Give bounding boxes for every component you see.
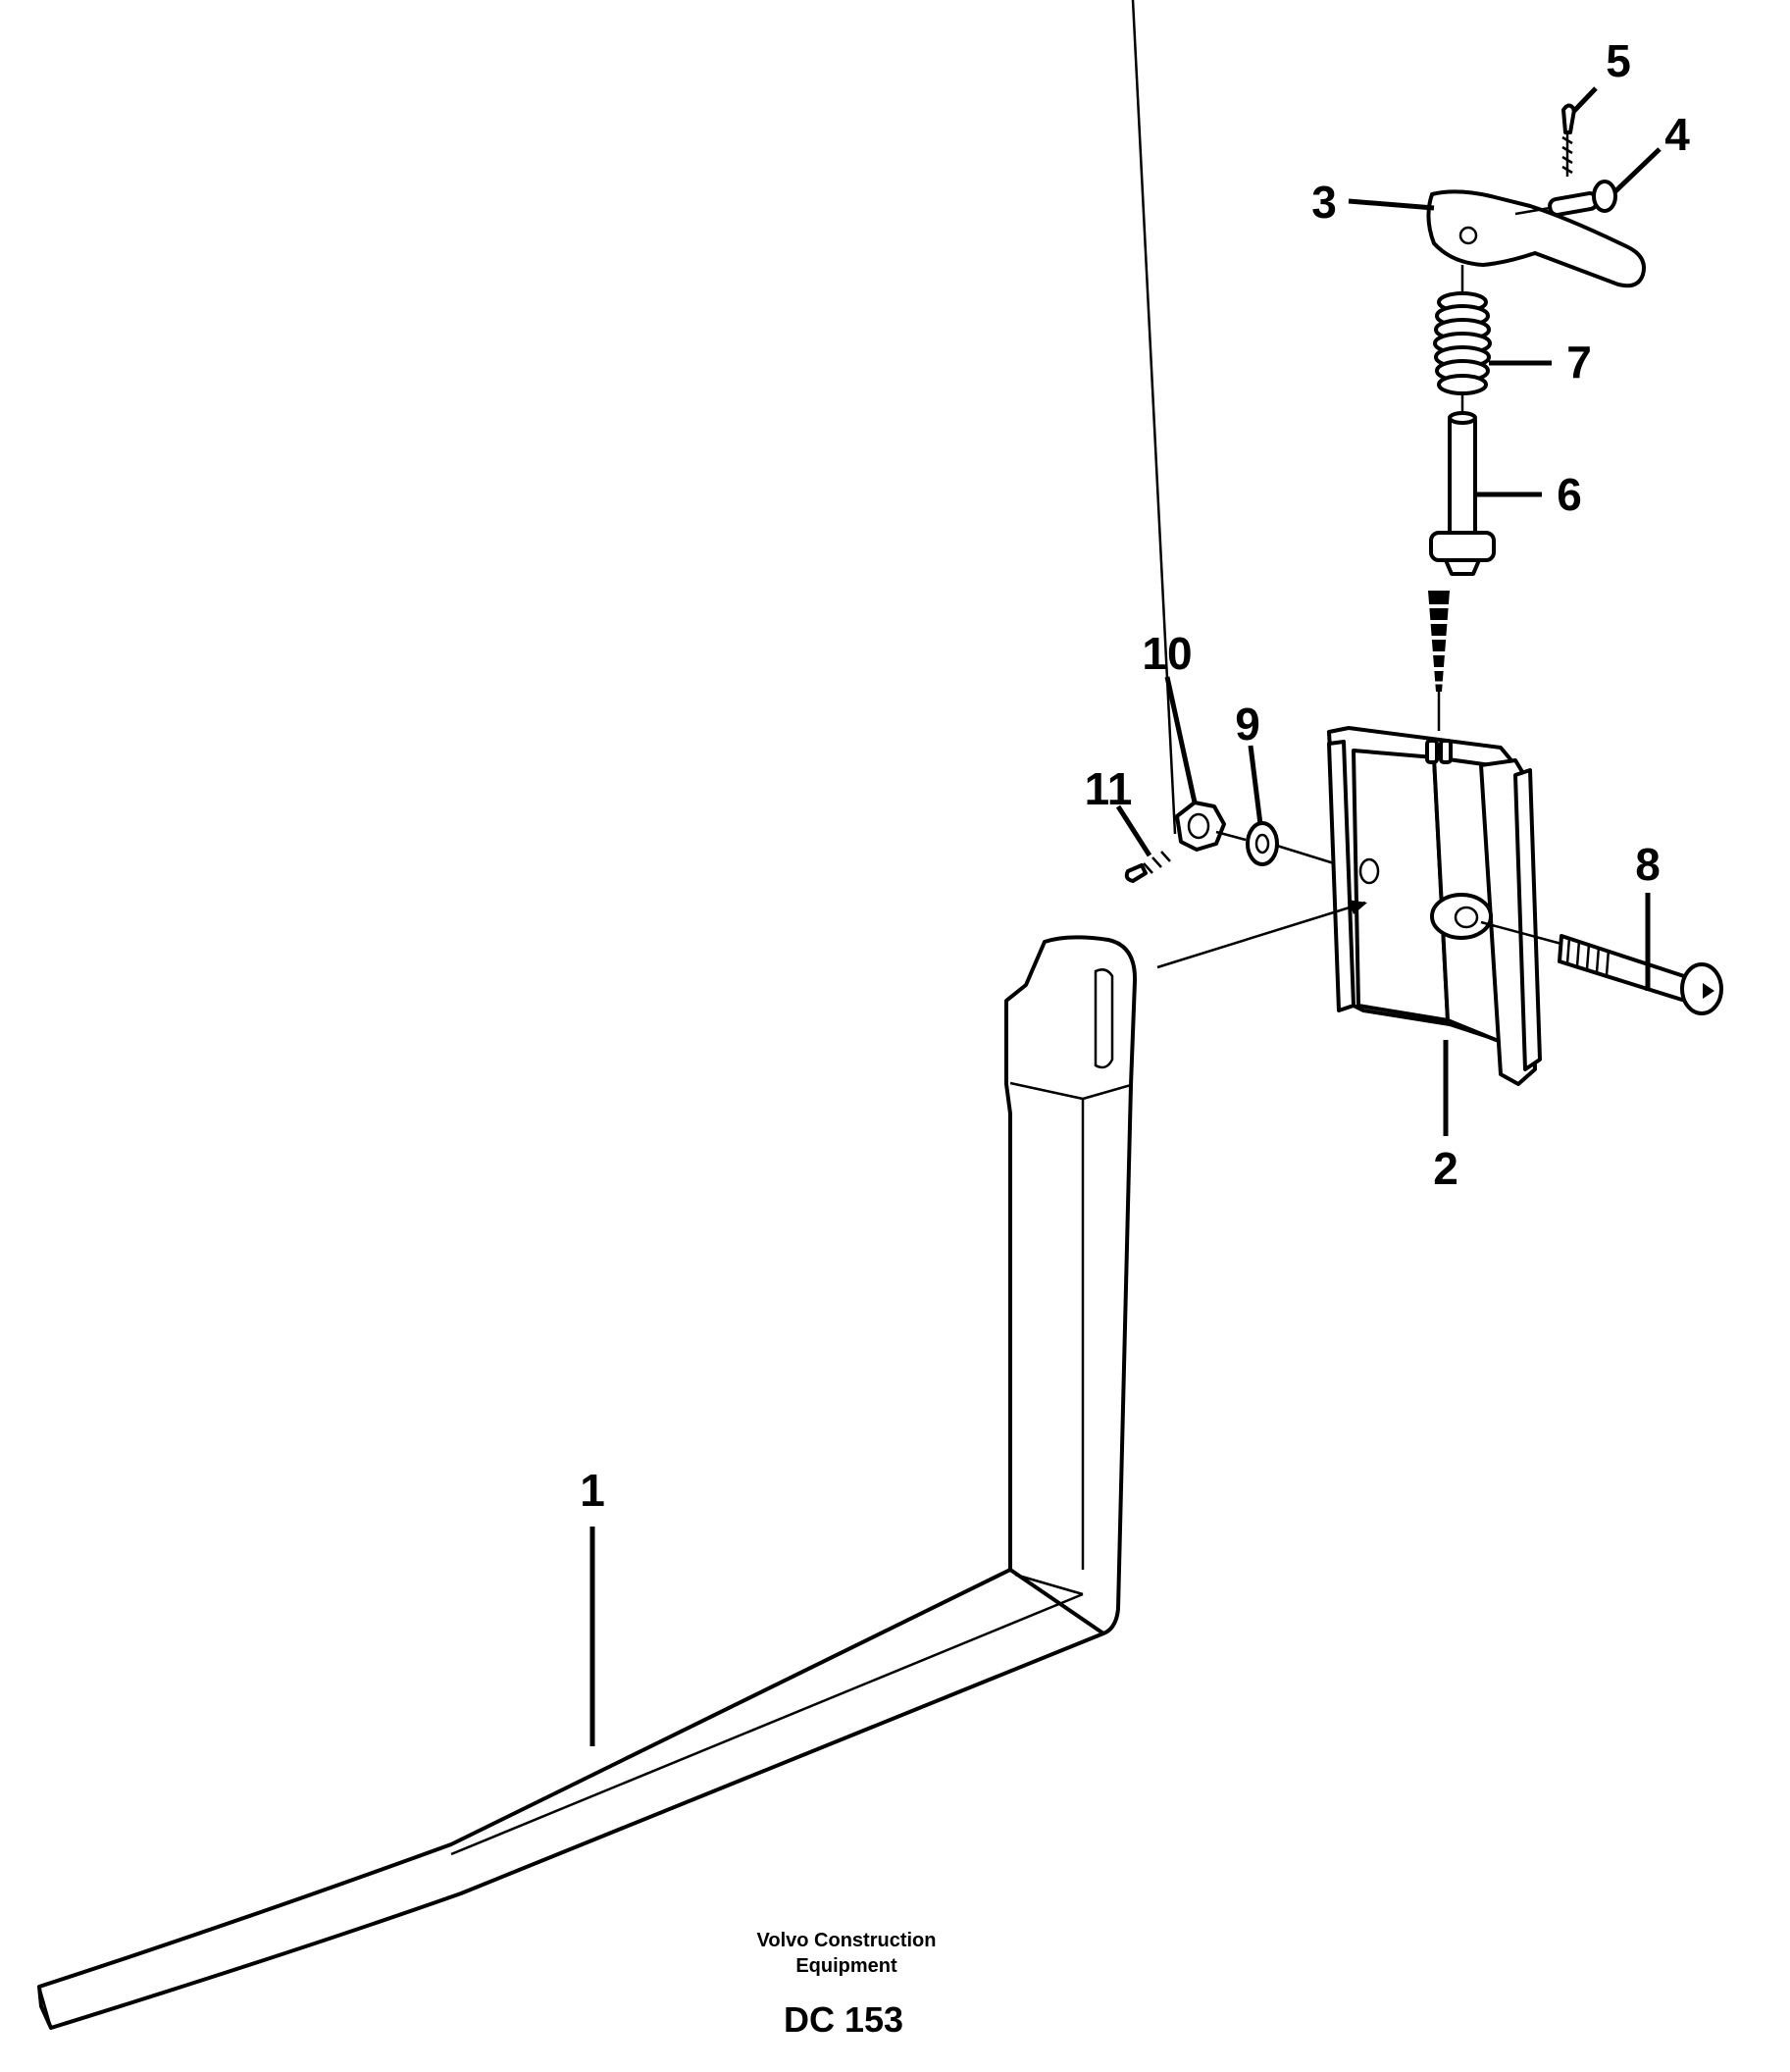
company-name-line2: Equipment: [795, 1955, 897, 1977]
company-name-line1: Volvo Construction: [757, 1930, 937, 1951]
fork-tine: [37, 935, 1138, 2030]
callout-8: 8: [1635, 839, 1661, 890]
footer: Volvo Construction Equipment DC 153: [757, 1930, 937, 2040]
callout-4: 4: [1664, 109, 1690, 160]
callout-3: 3: [1311, 177, 1337, 228]
callout-10: 10: [1142, 628, 1192, 679]
diagram-code: DC 153: [784, 1999, 903, 2040]
callout-labels: 1 2 3 4 5 6 7 8 9 10 11: [580, 35, 1690, 1516]
lever: [1426, 189, 1646, 288]
callout-5: 5: [1606, 35, 1631, 86]
nut: [1175, 801, 1226, 852]
cotter-pin: [1561, 103, 1576, 177]
cotter-pin-small: [1124, 0, 1177, 883]
washer: [1246, 821, 1279, 866]
callout-7: 7: [1566, 337, 1592, 388]
spring: [1433, 265, 1492, 412]
callout-1: 1: [580, 1465, 605, 1516]
callout-11: 11: [1085, 763, 1133, 814]
fork-carrier: [1156, 726, 1542, 1086]
bolt: [1430, 893, 1723, 1015]
leader-lines: [589, 86, 1662, 1746]
pin: [1514, 180, 1617, 217]
locking-pin: [1427, 411, 1496, 731]
callout-6: 6: [1557, 469, 1582, 520]
callout-9: 9: [1235, 699, 1260, 750]
callout-2: 2: [1433, 1143, 1458, 1194]
